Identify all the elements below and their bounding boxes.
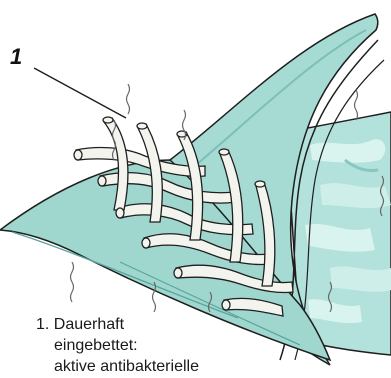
caption-text: 1. Dauerhaft eingebettet: aktive antibak… [36, 314, 266, 377]
caption-line-3: aktive antibakterielle [36, 356, 266, 377]
callout-pointer-line [34, 68, 126, 118]
callout-number: 1 [10, 44, 22, 70]
caption-line-1: 1. Dauerhaft [36, 314, 266, 335]
caption-number: 1. [36, 316, 49, 333]
caption-line-2: eingebettet: [36, 335, 266, 356]
